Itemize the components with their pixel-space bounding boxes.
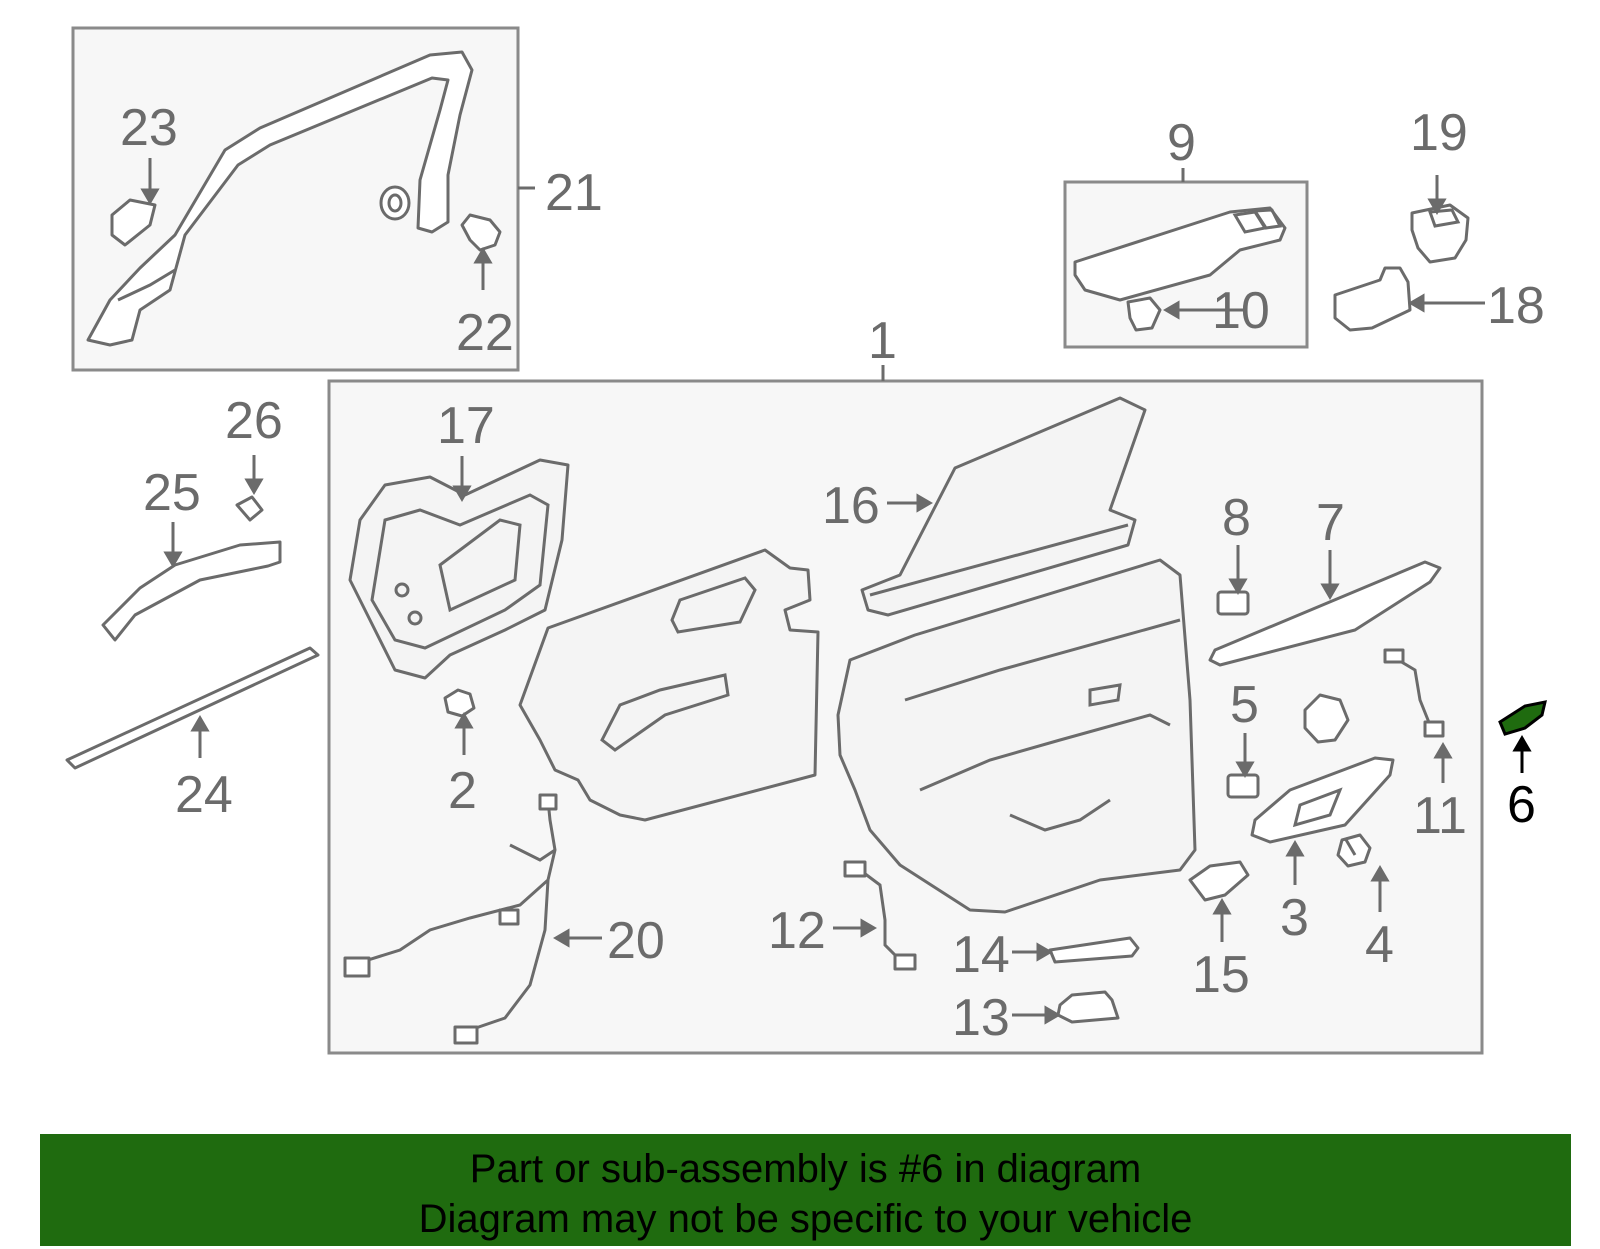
callout-26: 26 (225, 392, 283, 450)
part-19 (1410, 203, 1470, 264)
callout-5: 5 (1230, 676, 1259, 734)
info-banner: Part or sub-assembly is #6 in diagram Di… (40, 1134, 1571, 1246)
part-17-module (348, 458, 570, 680)
callout-16: 16 (822, 477, 880, 535)
part-13 (1056, 990, 1120, 1024)
part-3-bracket (1303, 693, 1350, 744)
callout-13: 13 (952, 989, 1010, 1047)
part-11-wire (1383, 648, 1445, 738)
callout-7: 7 (1316, 494, 1345, 552)
part-16-shade (860, 396, 1147, 617)
part-18 (1333, 266, 1412, 332)
leader-lines (140, 158, 1485, 1025)
part-26 (235, 495, 264, 522)
callout-22: 22 (456, 304, 514, 362)
part-23 (110, 198, 157, 247)
callout-25: 25 (143, 464, 201, 522)
door-trim-panel-left (518, 548, 820, 822)
part-12-wire (843, 860, 917, 971)
banner-line-1: Part or sub-assembly is #6 in diagram (469, 1147, 1142, 1191)
part-2 (443, 688, 476, 718)
callout-2: 2 (448, 762, 477, 820)
banner-line-2: Diagram may not be specific to your vehi… (418, 1197, 1193, 1241)
callout-17: 17 (437, 397, 495, 455)
callout-18: 18 (1487, 277, 1545, 335)
callout-14: 14 (952, 926, 1010, 984)
callout-4: 4 (1365, 916, 1394, 974)
callout-12: 12 (768, 902, 826, 960)
part-21-frame (86, 50, 502, 347)
part-15 (1188, 860, 1250, 902)
part-7 (1208, 560, 1442, 667)
part-14 (1048, 936, 1140, 964)
callout-1: 1 (868, 312, 897, 370)
callout-6: 6 (1507, 776, 1536, 834)
part-10 (1126, 296, 1162, 332)
leader-line-6 (1512, 735, 1532, 773)
callout-9: 9 (1167, 114, 1196, 172)
part-20-harness (343, 793, 558, 1045)
callout-3: 3 (1280, 889, 1309, 947)
callout-23: 23 (120, 99, 178, 157)
callout-10: 10 (1212, 282, 1270, 340)
part-25 (101, 540, 282, 642)
callout-19: 19 (1410, 104, 1468, 162)
callout-21: 21 (545, 164, 603, 222)
part-24-strip (65, 646, 320, 770)
part-3-handle (1250, 756, 1395, 844)
part-4-bolt (1336, 833, 1372, 868)
callout-8: 8 (1222, 489, 1251, 547)
part-8 (1216, 590, 1250, 616)
callout-11: 11 (1413, 787, 1467, 845)
door-trim-panel-right (836, 558, 1197, 914)
part-9-switch-bezel (1073, 206, 1287, 302)
part-5 (1226, 773, 1260, 799)
callout-15: 15 (1192, 946, 1250, 1004)
callout-24: 24 (175, 766, 233, 824)
part-6-highlighted (1498, 700, 1547, 736)
callout-20: 20 (607, 912, 665, 970)
